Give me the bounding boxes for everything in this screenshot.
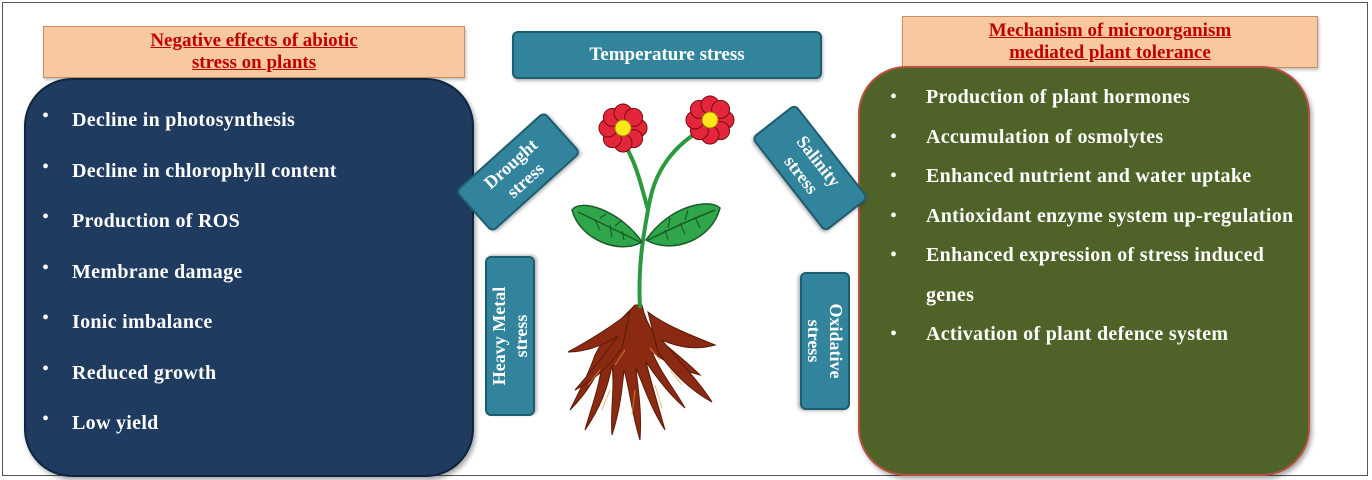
list-item: Ionic imbalance: [26, 304, 472, 355]
right-title-box: Mechanism of microorganism mediated plan…: [902, 16, 1318, 68]
left-title-line-2: stress on plants: [44, 52, 464, 74]
negative-effects-panel: Decline in photosynthesis Decline in chl…: [24, 78, 474, 477]
left-title-box: Negative effects of abiotic stress on pl…: [43, 26, 465, 78]
list-item: Reduced growth: [26, 355, 472, 406]
plant-illustration: [540, 90, 740, 470]
flower-center: [702, 112, 718, 128]
heavy-metal-stress-box: Heavy Metal stress: [485, 256, 535, 416]
heavy-metal-stress-line-1: Heavy Metal: [488, 287, 510, 385]
heavy-metal-stress-line-2: stress: [510, 287, 532, 385]
list-item: Production of ROS: [26, 203, 472, 254]
flower-icon: [599, 96, 734, 152]
list-item: Enhanced expression of stress induced ge…: [860, 236, 1308, 315]
list-item: Antioxidant enzyme system up-regulation: [860, 197, 1308, 237]
list-item: Low yield: [26, 405, 472, 456]
oxidative-stress-line-1: Oxidative: [825, 304, 847, 379]
tolerance-mechanism-list: Production of plant hormones Accumulatio…: [860, 68, 1308, 355]
flower-center: [615, 120, 631, 136]
right-title-line-1: Mechanism of microorganism: [903, 20, 1317, 42]
list-item: Production of plant hormones: [860, 78, 1308, 118]
left-title-line-1: Negative effects of abiotic: [44, 30, 464, 52]
oxidative-stress-line-2: stress: [803, 304, 825, 379]
list-item: Decline in chlorophyll content: [26, 153, 472, 204]
root-icon: [568, 305, 715, 440]
list-item: Membrane damage: [26, 254, 472, 305]
negative-effects-list: Decline in photosynthesis Decline in chl…: [26, 80, 472, 456]
temperature-stress-box: Temperature stress: [512, 31, 822, 79]
tolerance-mechanism-panel: Production of plant hormones Accumulatio…: [858, 66, 1310, 476]
right-title-line-2: mediated plant tolerance: [903, 42, 1317, 64]
oxidative-stress-box: Oxidative stress: [800, 272, 850, 410]
list-item: Enhanced nutrient and water uptake: [860, 157, 1308, 197]
list-item: Accumulation of osmolytes: [860, 118, 1308, 158]
list-item: Decline in photosynthesis: [26, 102, 472, 153]
list-item: Activation of plant defence system: [860, 315, 1308, 355]
